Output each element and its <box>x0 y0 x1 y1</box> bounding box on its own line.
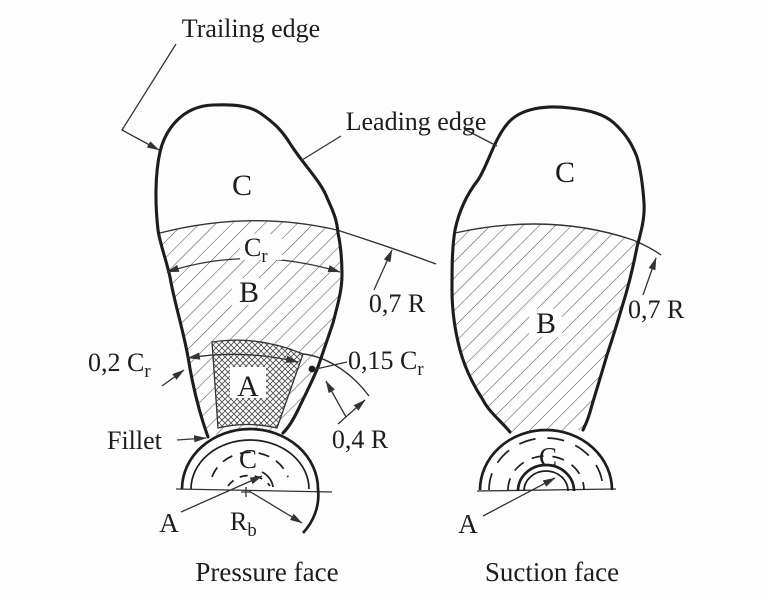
right-hub-outer-arc <box>478 428 614 491</box>
left-hub-c-label: C <box>239 444 257 474</box>
leading-edge-leader-left <box>301 135 342 161</box>
left-hub-outer-arc <box>180 427 320 490</box>
fillet-label: Fillet <box>107 426 163 455</box>
left-hub-baseline <box>175 488 333 493</box>
left-zone-a-label: A <box>237 370 259 403</box>
right-hub <box>476 428 617 492</box>
right-hub-a-label: A <box>458 509 478 539</box>
left-hub-small-arc <box>261 471 274 488</box>
04r-label: 0,4 R <box>332 425 389 454</box>
fillet-arrow <box>176 435 207 443</box>
right-hub-inner-arc <box>516 463 576 492</box>
right-07r-boundary-arc <box>454 223 662 256</box>
015cr-label: 0,15 Cr <box>348 346 424 380</box>
left-hub-arc-extension <box>301 488 320 534</box>
right-blade-outline <box>450 105 646 434</box>
left-07r-arrow <box>373 249 393 291</box>
left-07r-boundary-arc <box>159 220 437 265</box>
right-hub-baseline <box>476 488 617 492</box>
right-hub-body <box>480 430 612 490</box>
cr-label-halo <box>240 234 282 260</box>
left-a-label-halo <box>230 367 266 398</box>
left-hub-dashed-arc-outer <box>211 451 289 478</box>
right-hub-dashed-arc-outer <box>488 437 604 491</box>
left-hub <box>175 427 333 534</box>
right-zone-b-label: B <box>536 307 556 340</box>
04r-arrow-upper <box>325 380 347 418</box>
left-hub-body <box>182 429 318 489</box>
015cr-reference-dot <box>308 365 316 373</box>
trailing-edge-leader <box>121 43 177 151</box>
015cr-leader <box>315 361 348 370</box>
left-hub-dashed-arc-inner <box>227 474 271 487</box>
trailing-edge-label: Trailing edge <box>182 14 320 43</box>
left-hub-a-label: A <box>159 508 179 538</box>
right-hub-inner-rim-arc <box>523 470 569 492</box>
right-07r-label: 0,7 R <box>628 295 685 324</box>
right-hub-c-label: C <box>539 442 557 472</box>
left-zone-b-label: B <box>239 276 259 309</box>
zone-a-width-dimension-arrow <box>187 352 299 363</box>
rb-radius-arrow <box>248 490 303 524</box>
leading-edge-leader-right <box>463 128 498 147</box>
cr-chord-label: Cr <box>244 233 268 267</box>
02cr-arrow <box>161 369 185 387</box>
left-hub-a-leader <box>180 475 263 513</box>
04r-arrow-lower <box>337 399 366 425</box>
left-hub-center-mark <box>241 487 251 497</box>
left-b-label-halo <box>232 278 264 305</box>
right-hub-a-leader <box>482 477 556 517</box>
left-blade-outline <box>154 103 344 439</box>
left-07r-label: 0,7 R <box>369 289 426 318</box>
left-hub-rim-arc <box>190 439 310 490</box>
right-07r-arrow <box>642 257 657 296</box>
right-zone-c-label: C <box>555 156 575 189</box>
leading-edge-label: Leading edge <box>346 107 487 136</box>
left-zone-c-label: C <box>232 169 252 202</box>
rb-label: Rb <box>230 507 257 541</box>
right-b-label-halo <box>529 309 562 337</box>
pressure-face-caption: Pressure face <box>195 557 338 587</box>
02cr-label: 0,2 Cr <box>88 348 151 382</box>
suction-face-caption: Suction face <box>485 557 619 587</box>
